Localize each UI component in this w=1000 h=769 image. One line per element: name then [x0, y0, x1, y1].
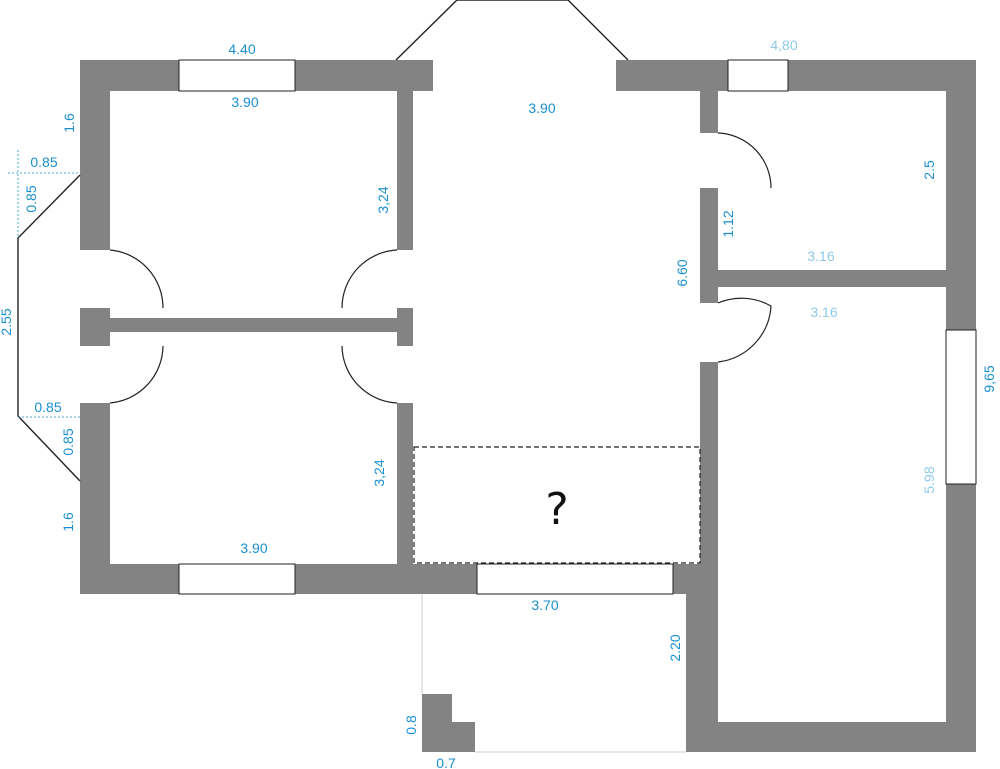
wall-bottom-room-right [686, 564, 718, 752]
dim-left-wall-bottom: 1.6 [60, 512, 76, 532]
outlines [17, 0, 686, 753]
left-bay [17, 174, 81, 482]
window-top-left [178, 59, 296, 92]
wall-right-partition [718, 270, 946, 287]
dim-right-room-height: 5.98 [921, 466, 937, 493]
door-inner-upper [341, 249, 398, 309]
doors [109, 132, 772, 404]
dim-top-right-door-wall: 1.12 [720, 210, 736, 237]
door-inner-lower [341, 345, 398, 404]
dim-right-outer-height: 9,65 [981, 365, 997, 392]
entrance-bay [395, 0, 629, 61]
dim-top-right-outer: 4,80 [770, 37, 797, 53]
dim-top-left-room-inner: 3.90 [231, 94, 258, 110]
wall-bottom-right [686, 722, 976, 752]
dim-hall-width: 3.90 [528, 100, 555, 116]
window-top-right [727, 59, 789, 92]
window-right [945, 329, 977, 485]
walls [80, 60, 976, 752]
wall-inner-mid [397, 308, 413, 346]
wall-inner-lower [397, 403, 413, 565]
wall-hall-right-upper [700, 91, 718, 133]
dim-bay-bottom-vertical: 0.85 [60, 428, 76, 455]
unknown-area-label: ? [545, 484, 568, 535]
wall-notch [422, 694, 475, 752]
door-left-upper [109, 249, 164, 309]
dim-bottom-room-depth: 2.20 [667, 634, 683, 661]
dim-bay-top-vertical: 0.85 [23, 185, 39, 212]
window-bottom-left [178, 563, 296, 595]
window-bottom-hall [476, 563, 674, 595]
wall-top-right [616, 60, 976, 91]
door-top-right [717, 132, 772, 189]
dim-left-wall-top: 1.6 [61, 113, 77, 133]
dim-bay-bottom-horizontal: 0.85 [34, 399, 61, 415]
wall-inner-upper [397, 91, 413, 250]
wall-left-lower [80, 403, 110, 593]
dim-top-right-room-height: 2.5 [921, 160, 937, 180]
dim-bay-length: 2.55 [0, 308, 14, 335]
dim-hall-length: 6.60 [674, 259, 690, 286]
unknown-area [413, 446, 701, 564]
dim-bottom-left-room-height: 3,24 [371, 459, 387, 486]
wall-left-mid [80, 308, 110, 346]
wall-left-upper [80, 60, 110, 250]
dim-bottom-left-room-width: 3.90 [240, 540, 267, 556]
dimension-labels: 4.40 3.90 3.90 4,80 1.6 0.85 0.85 2.55 0… [0, 37, 997, 769]
dim-right-room-width: 3.16 [810, 304, 837, 320]
dim-top-left-room-outer: 4.40 [228, 41, 255, 57]
dim-top-left-room-height: 3,24 [375, 186, 391, 213]
windows [178, 59, 977, 595]
dim-bottom-room-width: 3.70 [531, 597, 558, 613]
dim-bay-top-horizontal: 0.85 [30, 154, 57, 170]
dim-top-right-room-width: 3.16 [807, 248, 834, 264]
guides [8, 150, 701, 564]
dim-notch-width: 0.7 [436, 755, 456, 769]
wall-partition-left [110, 318, 400, 332]
dim-notch-height: 0.8 [403, 715, 419, 735]
wall-hall-right-mid [700, 188, 718, 303]
door-right-room [717, 297, 772, 363]
door-left-lower [109, 345, 164, 404]
